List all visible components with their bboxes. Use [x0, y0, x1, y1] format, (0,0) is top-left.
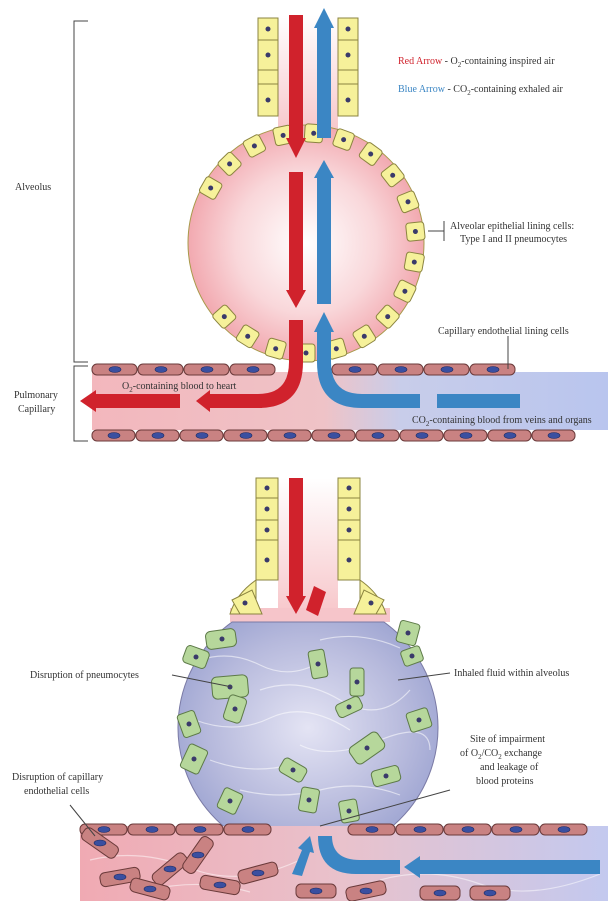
bottom-panel	[70, 478, 608, 901]
endothelial-cell	[224, 824, 271, 835]
endothelial-cell	[312, 430, 355, 441]
endothelial-label: Capillary endothelial lining cells	[438, 326, 569, 337]
site-label-1: Site of impairment	[470, 734, 545, 745]
site-label-3: and leakage of	[480, 762, 539, 773]
blue-arrow-capillary-far-right	[437, 394, 520, 408]
alveolus-bracket	[74, 21, 88, 362]
endothelial-cell	[224, 430, 267, 441]
endothelial-cell	[532, 430, 575, 441]
blue-arrow-middle	[314, 160, 334, 304]
alveolus-label: Alveolus	[15, 182, 51, 193]
site-label-4: blood proteins	[476, 776, 534, 787]
endothelial-cell	[180, 430, 223, 441]
endothelial-cell	[136, 430, 179, 441]
endothelial-cell	[332, 364, 377, 375]
legend-blue: Blue Arrow - CO2-containing exhaled air	[398, 84, 564, 97]
endothelial-cell	[176, 824, 223, 835]
endothelial-cell	[424, 364, 469, 375]
legend-red: Red Arrow - O2-containing inspired air	[398, 56, 555, 69]
endothelial-cell	[92, 364, 137, 375]
endothelial-cell	[444, 430, 487, 441]
inhaled-fluid-label: Inhaled fluid within alveolus	[454, 668, 569, 679]
blue-arrow-outflow	[314, 8, 334, 138]
red-arrow-inflow-bottom	[286, 478, 306, 614]
endothelial-cell	[378, 364, 423, 375]
endothelial-cell	[348, 824, 395, 835]
endothelial-cell	[356, 430, 399, 441]
epithelial-cell	[404, 252, 425, 273]
blue-arrow-capillary-right	[362, 394, 420, 408]
endothelial-cell	[396, 824, 443, 835]
fluid-filled-alveolus	[178, 622, 438, 857]
endothelial-cell	[268, 430, 311, 441]
disruption-capillary-label-1: Disruption of capillary	[12, 772, 103, 783]
endothelial-cell	[492, 824, 539, 835]
pulmonary-label: Pulmonary	[14, 390, 58, 401]
disruption-pneumocytes-label: Disruption of pneumocytes	[30, 670, 139, 681]
endothelial-cell	[444, 824, 491, 835]
endothelial-cell	[92, 430, 135, 441]
epithelial-leader	[428, 221, 444, 241]
epithelial-cell	[406, 222, 426, 242]
endothelial-cell	[488, 430, 531, 441]
endothelial-cell	[128, 824, 175, 835]
endothelial-cell	[400, 430, 443, 441]
capillary-label: Capillary	[18, 404, 55, 415]
endothelial-cell	[138, 364, 183, 375]
site-label-2: of O2/CO2 exchange	[460, 748, 543, 761]
endothelial-cell	[230, 364, 275, 375]
red-arrow-middle	[286, 172, 306, 308]
disruption-capillary-label-2: endothelial cells	[24, 786, 89, 797]
endothelial-cell	[540, 824, 587, 835]
red-arrow-inflow	[286, 15, 306, 158]
endothelial-cells-bottom	[92, 430, 575, 441]
epithelial-label-2: Type I and II pneumocytes	[460, 234, 567, 245]
epithelial-label-1: Alveolar epithelial lining cells:	[450, 221, 574, 232]
endothelial-cell	[184, 364, 229, 375]
